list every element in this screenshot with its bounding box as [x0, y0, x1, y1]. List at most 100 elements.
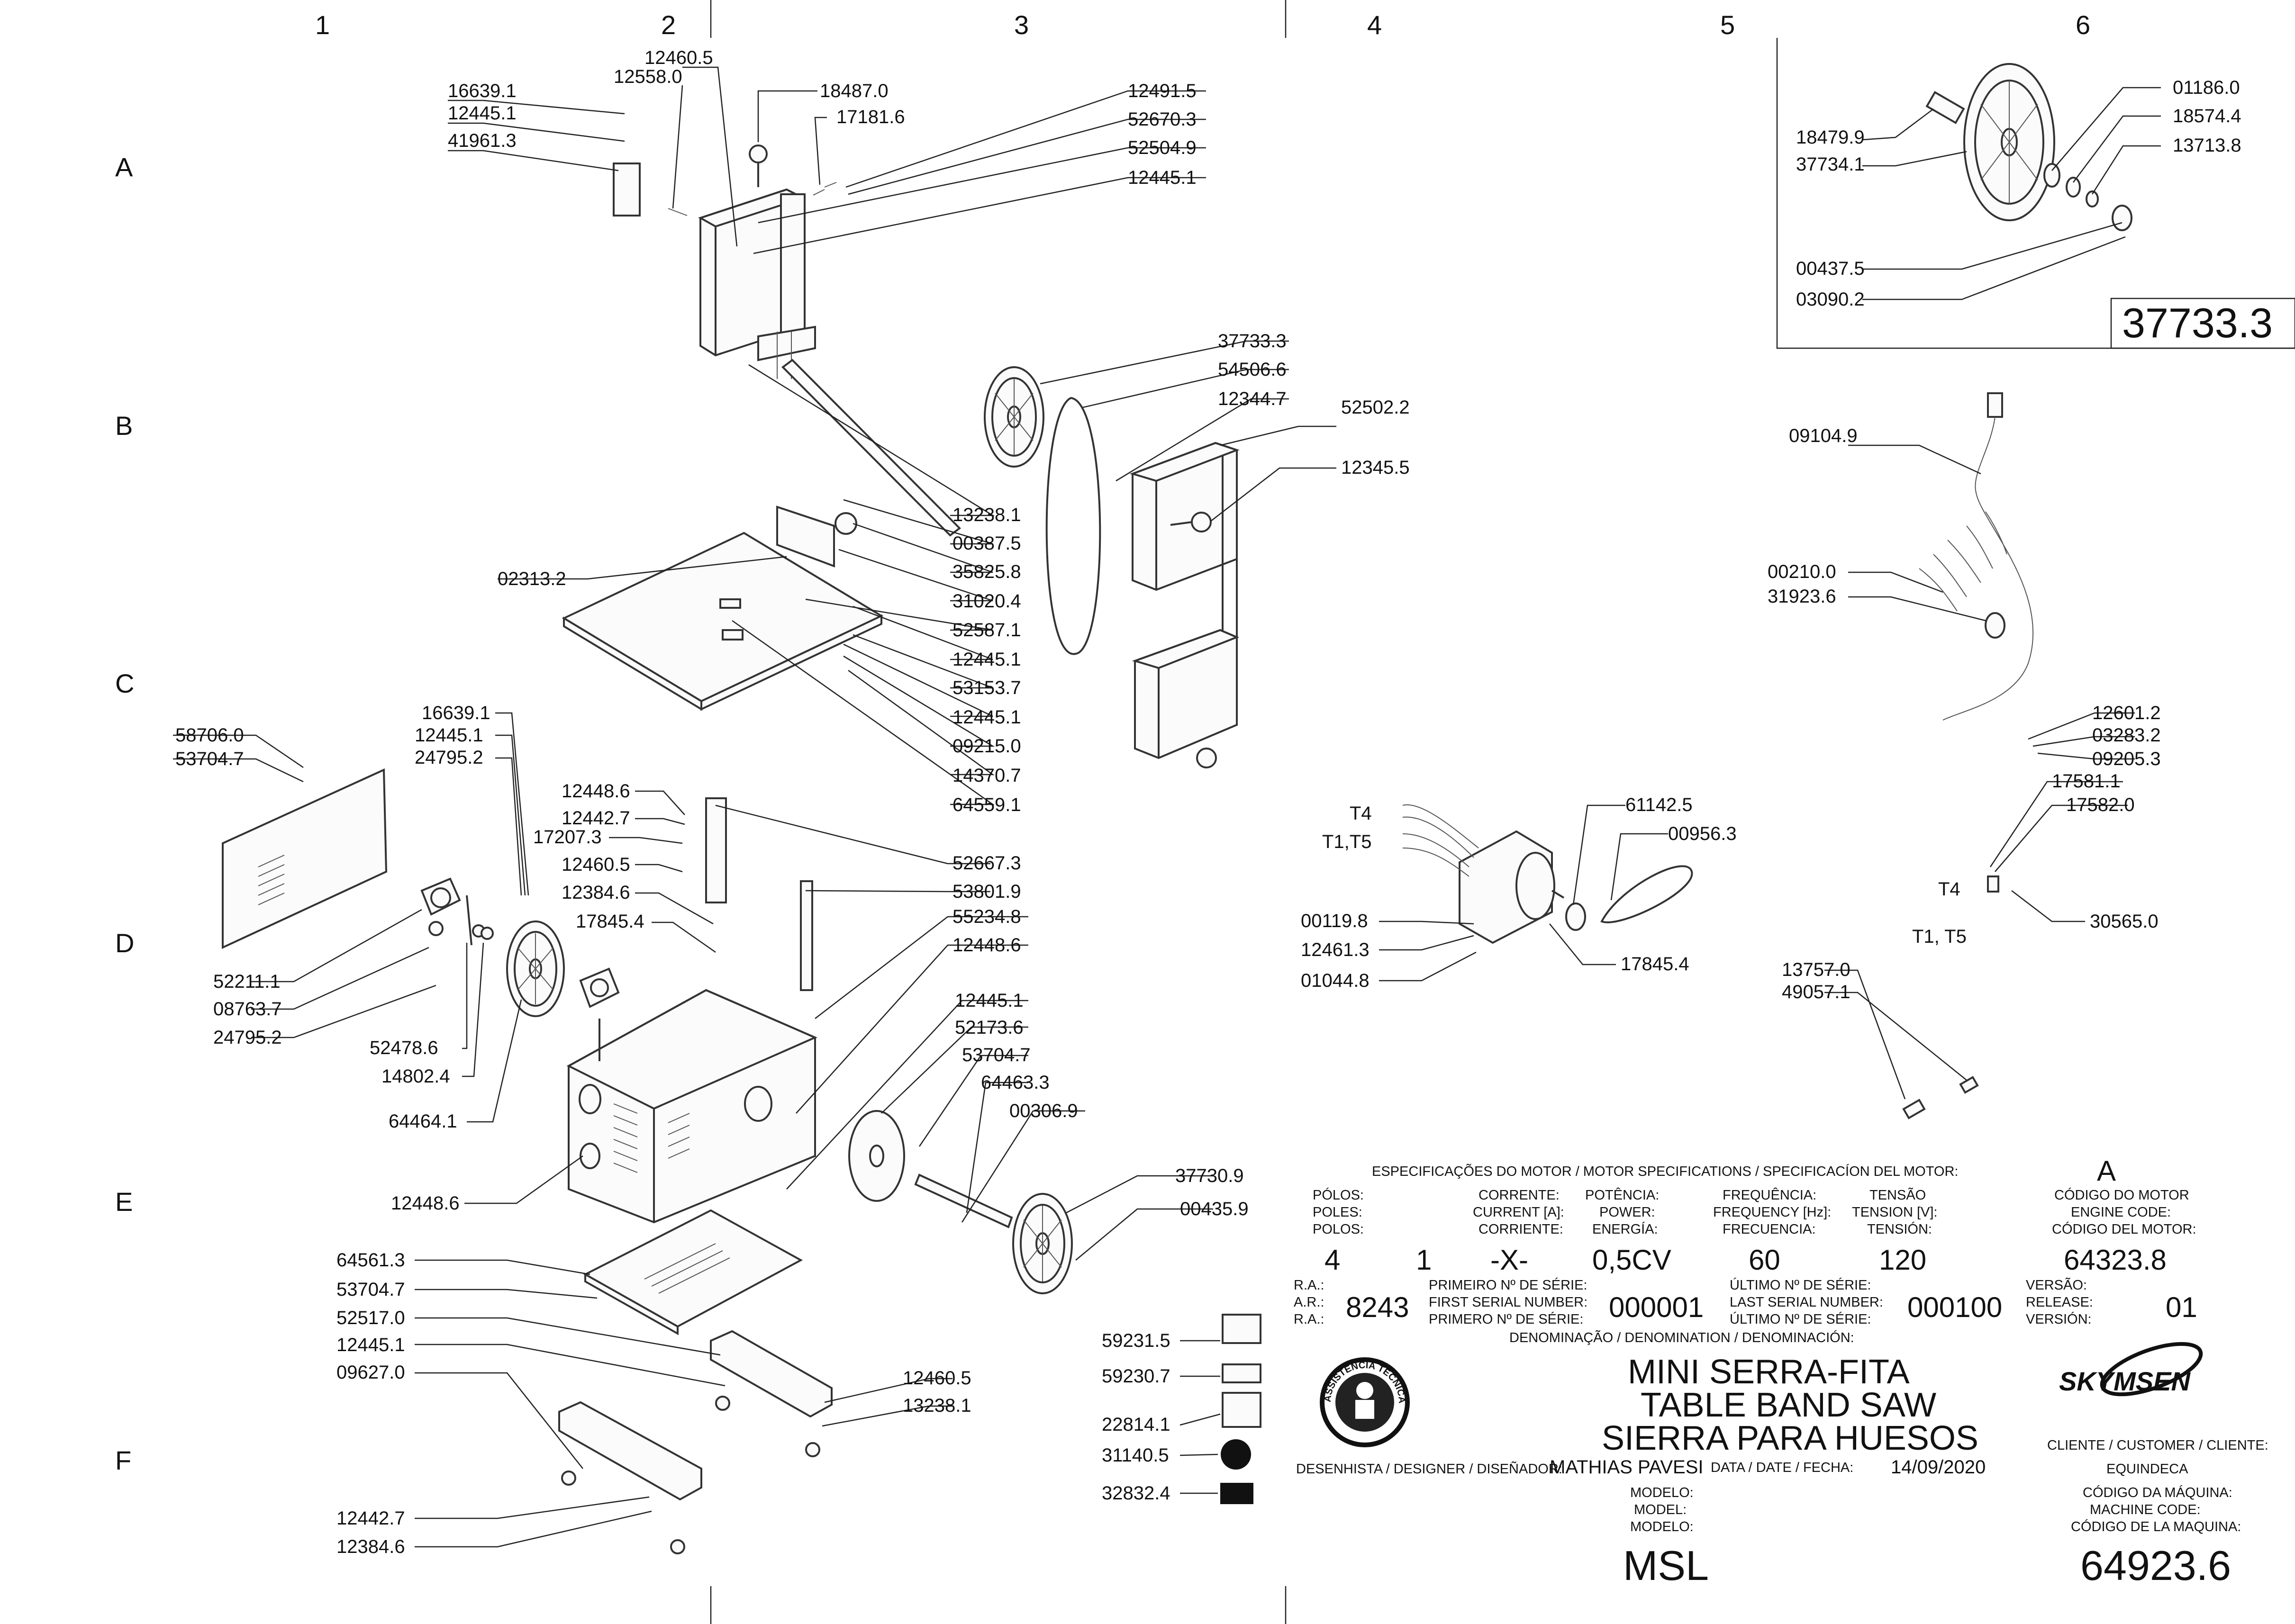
part-callout: 12445.1 [1128, 167, 1197, 188]
customer-value: EQUINDECA [2106, 1462, 2188, 1477]
part-callout: 12344.7 [1218, 388, 1287, 409]
part-callout: 12601.2 [2092, 703, 2161, 723]
spec-label: CÓDIGO DEL MOTOR: [2052, 1221, 2196, 1237]
part-callout: 01186.0 [2173, 77, 2240, 98]
band-blade [1045, 397, 1101, 655]
part-callout: 14370.7 [952, 765, 1021, 786]
part-callout: 12460.5 [562, 854, 630, 875]
svg-text:SKYMSEN: SKYMSEN [2059, 1366, 2191, 1396]
spec-label: CURRENT [A]: [1473, 1205, 1564, 1220]
part-callout: 64559.1 [952, 794, 1021, 815]
part-callout: 53704.7 [962, 1045, 1031, 1065]
part-callout: 17582.0 [2066, 794, 2135, 815]
revision-letter: A [2097, 1155, 2116, 1187]
model-label: MODELO: [1630, 1485, 1694, 1500]
part-callout: 00435.9 [1180, 1199, 1249, 1219]
motor-terminal-label: T1,T5 [1322, 831, 1371, 852]
sheet-dividers [710, 0, 1287, 1624]
part-callout: 09627.0 [336, 1362, 405, 1383]
part-callout: 64464.1 [389, 1111, 457, 1132]
part-callout: 59231.5 [1102, 1330, 1170, 1351]
post-assembly [781, 359, 962, 537]
spec-label: A.R.: [1294, 1295, 1324, 1310]
upper-wheel [984, 366, 1044, 468]
part-callout: 12445.1 [336, 1335, 405, 1355]
part-callout: 37734.1 [1796, 154, 1865, 175]
designer-label: DESENHISTA / DESIGNER / DISEÑADOR: [1296, 1461, 1562, 1477]
spec-label: TENSÃO [1869, 1187, 1926, 1203]
part-callout: 12442.7 [336, 1508, 405, 1529]
part-callout: 12491.5 [1128, 81, 1197, 101]
part-callout: 17207.3 [533, 827, 602, 848]
grid-col-label: 5 [1720, 10, 1735, 40]
customer-label: CLIENTE / CUSTOMER / CLIENTE: [2047, 1438, 2268, 1453]
part-callout: 53153.7 [952, 677, 1021, 698]
model-value: MSL [1623, 1542, 1709, 1589]
part-callout: 08763.7 [213, 999, 282, 1020]
part-callout: 37730.9 [1175, 1165, 1244, 1186]
spec-label: POWER: [1599, 1205, 1655, 1220]
designer-name: MATHIAS PAVESI [1550, 1457, 1704, 1478]
part-callout: 18574.4 [2173, 106, 2241, 126]
part-callout: 30565.0 [2090, 911, 2159, 932]
part-callout: 53704.7 [336, 1279, 405, 1300]
version-value: 01 [2166, 1291, 2197, 1323]
part-callout: 52211.1 [213, 971, 281, 992]
part-callout: 13713.8 [2173, 135, 2241, 156]
spec-label: ÚLTIMO Nº DE SÉRIE: [1730, 1277, 1871, 1293]
part-callout: 18479.9 [1796, 127, 1865, 148]
spec-label: POLOS: [1313, 1222, 1364, 1237]
motor-code-value: 64323.8 [2064, 1244, 2167, 1276]
base-cabinet [566, 797, 817, 1224]
spec-value: 60 [1749, 1244, 1780, 1276]
grid-col-label: 1 [315, 10, 330, 40]
spec-label: TENSIÓN: [1867, 1221, 1932, 1237]
part-callout: 12442.7 [562, 808, 630, 829]
spec-label: FRECUENCIA: [1723, 1222, 1816, 1237]
part-callout: 55234.8 [952, 906, 1021, 927]
spec-label: RELEASE: [2026, 1295, 2093, 1310]
part-callout: 00437.5 [1796, 258, 1865, 279]
machine-code-label: MACHINE CODE: [2090, 1502, 2201, 1517]
grid-col-label: 6 [2076, 10, 2090, 40]
grid-row-label: B [115, 411, 133, 441]
grid-labels: 1 2 3 4 5 6 A B C D E F [115, 10, 2090, 1475]
part-callout: 12461.3 [1301, 939, 1370, 960]
upper-guide-assembly [613, 144, 837, 379]
spec-label: ÚLTIMO Nº DE SÉRIE: [1730, 1311, 1871, 1327]
product-name-es: SIERRA PARA HUESOS [1602, 1419, 1978, 1457]
ra-value: 8243 [1346, 1291, 1409, 1323]
part-callout: 12460.5 [903, 1368, 971, 1389]
spec-label: TENSION [V]: [1852, 1205, 1937, 1220]
spec-label: FREQUÊNCIA: [1723, 1187, 1816, 1203]
motor-terminal-label: T4 [1350, 803, 1372, 824]
part-callout: 12384.6 [336, 1536, 405, 1557]
part-callout: 03090.2 [1796, 289, 1865, 310]
denomination-label: DENOMINAÇÃO / DENOMINATION / DENOMINACIÓ… [1509, 1329, 1854, 1345]
part-callout: 09205.3 [2092, 749, 2161, 769]
product-name-pt: MINI SERRA-FITA [1628, 1353, 1910, 1391]
date-label: DATA / DATE / FECHA: [1711, 1460, 1853, 1475]
switch-terminal-label: T4 [1938, 879, 1960, 900]
part-callout: 17581.1 [2052, 771, 2121, 792]
spec-value: 120 [1879, 1244, 1926, 1276]
part-callout: 03283.2 [2092, 725, 2161, 746]
spec-label: CORRENTE: [1479, 1188, 1560, 1203]
part-callout: 12445.1 [952, 649, 1021, 670]
part-callout: 16639.1 [448, 81, 517, 101]
spec-label: ENGINE CODE: [2071, 1205, 2171, 1220]
part-callout: 12460.5 [644, 47, 713, 68]
part-callout: 02313.2 [498, 568, 566, 589]
spec-value: 0,5CV [1592, 1244, 1671, 1276]
part-callout: 59230.7 [1102, 1366, 1170, 1387]
grid-row-label: D [115, 928, 134, 958]
saw-table [562, 505, 884, 711]
part-callout: 12448.6 [952, 935, 1021, 956]
part-callout: 18487.0 [820, 81, 889, 101]
lower-wheel [506, 920, 565, 1017]
machine-code-value: 64923.6 [2080, 1542, 2231, 1589]
grid-col-label: 2 [661, 10, 676, 40]
part-callout: 12384.6 [562, 882, 630, 903]
part-callout: 12558.0 [614, 66, 682, 87]
